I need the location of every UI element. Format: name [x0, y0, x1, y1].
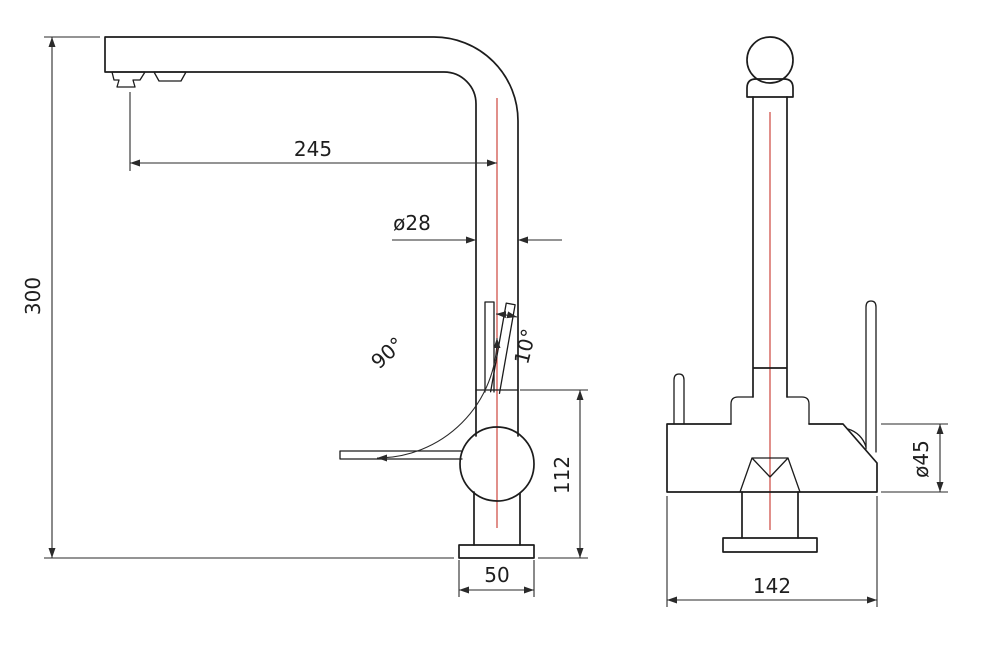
mixing-funnel [739, 457, 801, 493]
dim-body-height [520, 389, 588, 559]
side-view: 245 300 ø28 90° 10° 112 [21, 36, 588, 597]
aerator-outlets [111, 71, 187, 88]
dim-overall-height [44, 36, 454, 559]
lever-swing-arc [376, 337, 501, 462]
base-flange-front [722, 537, 818, 553]
dim-spout-reach-label: 245 [294, 137, 332, 161]
dim-lever-tilt-label: 10° [509, 326, 541, 366]
lever-horizontal [339, 450, 463, 460]
body-collar [730, 396, 810, 425]
dim-spout-reach [129, 92, 497, 171]
dim-body-width-label: 142 [753, 574, 791, 598]
body-manifold [666, 423, 878, 493]
dim-overall-height-label: 300 [21, 277, 45, 315]
lever-tilt-arc [495, 311, 518, 319]
spout-knob [746, 36, 794, 84]
dim-base-width-label: 50 [484, 563, 509, 587]
dim-spout-diameter-label: ø28 [393, 211, 431, 235]
dim-base-width [458, 560, 535, 597]
dim-body-height-label: 112 [550, 456, 574, 494]
knob-cap [746, 78, 794, 98]
dim-body-diameter-label: ø45 [909, 440, 933, 478]
right-handle [865, 300, 877, 453]
spout-column-front [752, 96, 788, 398]
front-view: ø45 142 [666, 36, 948, 607]
dim-body-diameter [881, 423, 948, 493]
left-handle [673, 373, 685, 425]
base-flange-side [458, 544, 535, 559]
body-column-side [473, 491, 521, 546]
dim-lever-swing-label: 90° [366, 332, 408, 374]
spout-outline [104, 36, 519, 437]
dim-body-width [666, 496, 878, 607]
body-column-front [741, 491, 799, 539]
